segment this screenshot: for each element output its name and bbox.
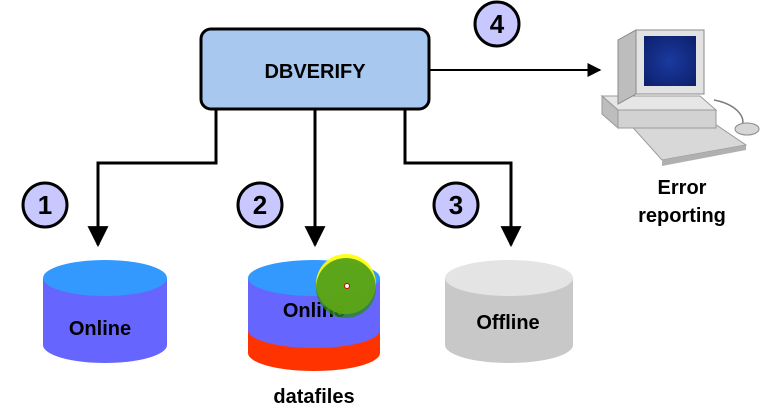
step-number-1: 1	[38, 190, 52, 220]
datafiles-label: datafiles	[273, 386, 354, 408]
connector-to-online-1	[87, 108, 218, 248]
offline-datafile-cylinder: Offline	[445, 260, 573, 363]
step-number-3: 3	[449, 190, 463, 220]
error-reporting-label-line1: Error	[658, 177, 707, 199]
step-number-4: 4	[490, 9, 505, 39]
dbverify-label: DBVERIFY	[264, 61, 366, 83]
connectors	[87, 63, 602, 248]
step-number-2: 2	[253, 190, 267, 220]
computer-icon	[600, 29, 760, 166]
step-circle-4: 4	[473, 0, 521, 48]
connector-to-offline	[403, 108, 522, 248]
online-datafile-cylinder-1: Online	[43, 260, 167, 363]
step-circle-2: 2	[236, 181, 284, 229]
cursor-highlight	[316, 254, 376, 318]
dbverify-box: DBVERIFY	[199, 27, 431, 111]
cylinder-label-offline: Offline	[476, 312, 539, 334]
step-circle-1: 1	[21, 181, 69, 229]
error-reporting-label-line2: reporting	[638, 205, 726, 227]
online-datafile-cylinder-2: Online	[248, 254, 380, 371]
step-circle-3: 3	[432, 181, 480, 229]
cylinder-label-online-1: Online	[69, 318, 131, 340]
